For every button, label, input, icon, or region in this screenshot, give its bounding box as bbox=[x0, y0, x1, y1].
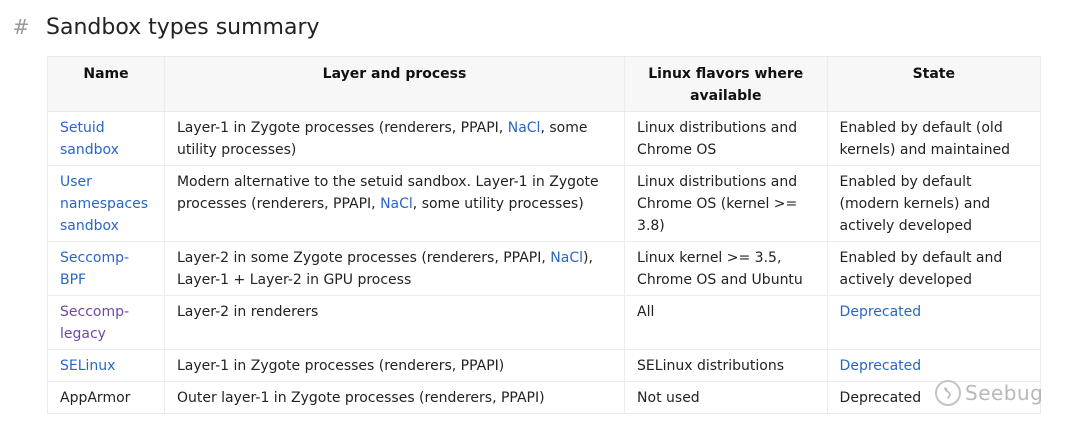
layer-text: , some utility processes) bbox=[176, 120, 588, 158]
state-link-deprecated[interactable]: Deprecated bbox=[826, 295, 1042, 350]
state-cell: Deprecated bbox=[826, 381, 1042, 414]
nacl-link[interactable]: NaCl bbox=[507, 120, 541, 136]
seebug-logo-icon bbox=[935, 380, 961, 406]
section-heading: # Sandbox types summary bbox=[12, 12, 320, 42]
state-cell: Enabled by default (modern kernels) and … bbox=[826, 165, 1042, 242]
header-state: State bbox=[826, 56, 1042, 112]
layer-text: Modern alternative to the setuid sandbox… bbox=[176, 174, 599, 212]
state-link-deprecated[interactable]: Deprecated bbox=[826, 349, 1042, 382]
layer-cell: Layer-1 in Zygote processes (renderers, … bbox=[163, 111, 626, 166]
table-row: Setuid sandbox Layer-1 in Zygote process… bbox=[47, 111, 1042, 166]
table-row: SELinux Layer-1 in Zygote processes (ren… bbox=[47, 349, 1042, 382]
layer-cell: Layer-1 in Zygote processes (renderers, … bbox=[163, 349, 626, 382]
name-link-seccomp-bpf[interactable]: Seccomp-BPF bbox=[47, 241, 165, 296]
layer-text: Layer-1 in Zygote processes (renderers, … bbox=[176, 120, 508, 136]
anchor-hash-icon[interactable]: # bbox=[12, 15, 30, 39]
layer-cell: Outer layer-1 in Zygote processes (rende… bbox=[163, 381, 626, 414]
layer-text: , some utility processes) bbox=[412, 196, 584, 212]
watermark-text: Seebug bbox=[965, 381, 1044, 405]
nacl-link[interactable]: NaCl bbox=[380, 196, 413, 212]
sandbox-types-table: Name Layer and process Linux flavors whe… bbox=[47, 56, 1042, 414]
name-link-setuid-sandbox[interactable]: Setuid sandbox bbox=[47, 111, 165, 166]
header-linux-flavors: Linux flavors where available bbox=[624, 56, 828, 112]
layer-cell: Modern alternative to the setuid sandbox… bbox=[163, 165, 626, 242]
linux-cell: SELinux distributions bbox=[624, 349, 828, 382]
table-row: User namespaces sandbox Modern alternati… bbox=[47, 165, 1042, 242]
linux-cell: Linux distributions and Chrome OS bbox=[624, 111, 828, 166]
linux-cell: All bbox=[624, 295, 828, 350]
page-title: Sandbox types summary bbox=[46, 14, 320, 40]
name-link-seccomp-legacy[interactable]: Seccomp-legacy bbox=[47, 295, 165, 350]
linux-cell: Linux distributions and Chrome OS (kerne… bbox=[624, 165, 828, 242]
linux-cell: Not used bbox=[624, 381, 828, 414]
layer-cell: Layer-2 in renderers bbox=[163, 295, 626, 350]
table-row: Seccomp-legacy Layer-2 in renderers All … bbox=[47, 295, 1042, 350]
header-name: Name bbox=[47, 56, 165, 112]
layer-text: ), Layer-1 + Layer-2 in GPU process bbox=[176, 250, 593, 288]
name-link-user-namespaces-sandbox[interactable]: User namespaces sandbox bbox=[47, 165, 165, 242]
name-link-selinux[interactable]: SELinux bbox=[47, 349, 165, 382]
layer-cell: Layer-2 in some Zygote processes (render… bbox=[163, 241, 626, 296]
table-header-row: Name Layer and process Linux flavors whe… bbox=[47, 56, 1042, 112]
seebug-watermark: Seebug bbox=[935, 380, 1043, 406]
nacl-link[interactable]: NaCl bbox=[550, 250, 583, 266]
layer-text: Layer-2 in some Zygote processes (render… bbox=[176, 250, 551, 266]
table-row: AppArmor Outer layer-1 in Zygote process… bbox=[47, 381, 1042, 414]
table-row: Seccomp-BPF Layer-2 in some Zygote proce… bbox=[47, 241, 1042, 296]
seebug-logo-glyph bbox=[944, 387, 951, 399]
state-cell: Enabled by default and actively develope… bbox=[826, 241, 1042, 296]
header-layer-and-process: Layer and process bbox=[163, 56, 626, 112]
linux-cell: Linux kernel >= 3.5, Chrome OS and Ubunt… bbox=[624, 241, 828, 296]
name-apparmor: AppArmor bbox=[47, 381, 165, 414]
state-cell: Enabled by default (old kernels) and mai… bbox=[826, 111, 1042, 166]
